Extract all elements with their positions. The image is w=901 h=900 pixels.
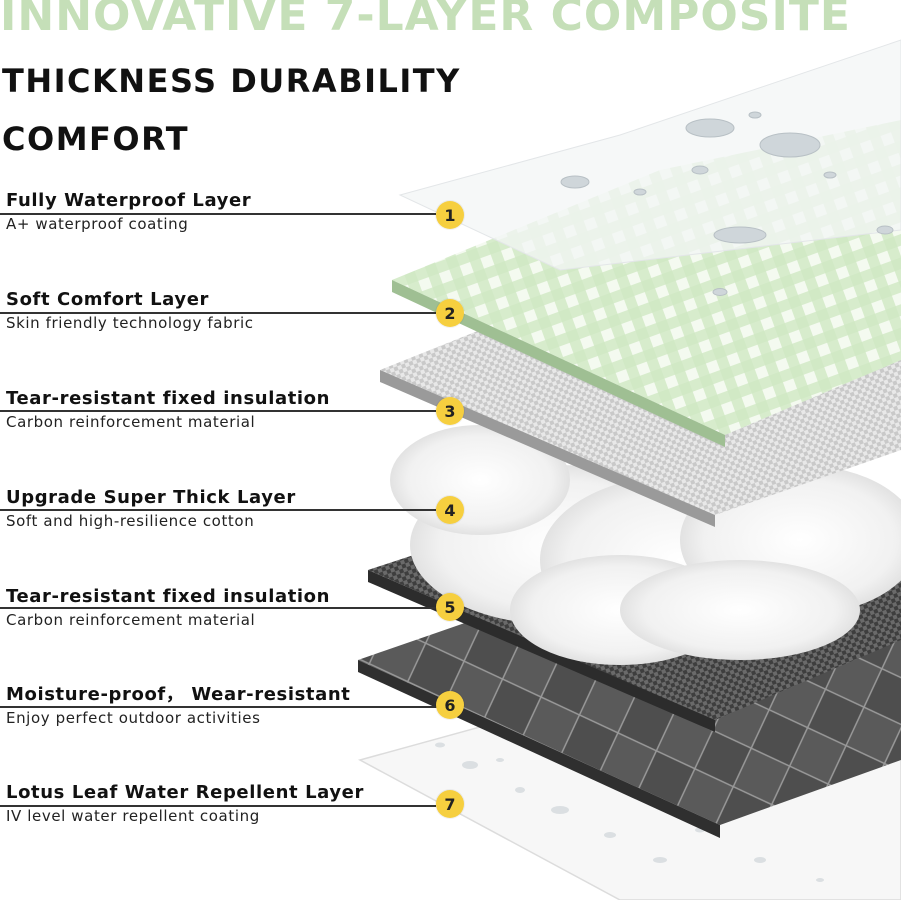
layer-description: Carbon reinforcement material <box>6 412 446 432</box>
layer-title: Lotus Leaf Water Repellent Layer <box>6 782 446 804</box>
layer-description: Enjoy perfect outdoor activities <box>6 708 446 728</box>
subheadline-line-1: THICKNESS DURABILITY <box>2 62 461 100</box>
layer-title: Soft Comfort Layer <box>6 289 446 311</box>
leader-line <box>0 312 436 314</box>
leader-line <box>0 410 436 412</box>
layer-description: A+ waterproof coating <box>6 214 446 234</box>
layer-description: IV level water repellent coating <box>6 806 446 826</box>
leader-line <box>0 213 436 215</box>
layer-title: Moisture-proof， Wear-resistant <box>6 684 446 706</box>
layer-2-label: Soft Comfort Layer Skin friendly technol… <box>6 289 446 333</box>
layer-description: Soft and high-resilience cotton <box>6 511 446 531</box>
headline: INNOVATIVE 7-LAYER COMPOSITE <box>0 0 851 41</box>
layer-1-badge: 1 <box>436 201 464 229</box>
layer-title: Tear-resistant fixed insulation <box>6 388 446 410</box>
layer-title: Fully Waterproof Layer <box>6 190 446 212</box>
layer-7-label: Lotus Leaf Water Repellent Layer IV leve… <box>6 782 446 826</box>
layer-description: Carbon reinforcement material <box>6 610 446 630</box>
leader-line <box>0 509 436 511</box>
leader-line <box>0 607 436 609</box>
layer-3-badge: 3 <box>436 397 464 425</box>
layer-1-label: Fully Waterproof Layer A+ waterproof coa… <box>6 190 446 234</box>
layer-title: Upgrade Super Thick Layer <box>6 487 446 509</box>
layer-title: Tear-resistant fixed insulation <box>6 586 446 608</box>
leader-line <box>0 805 436 807</box>
subheadline-line-2: COMFORT <box>2 120 189 158</box>
layer-4-badge: 4 <box>436 496 464 524</box>
layer-6-badge: 6 <box>436 691 464 719</box>
layer-2-badge: 2 <box>436 299 464 327</box>
layer-5-badge: 5 <box>436 593 464 621</box>
leader-line <box>0 706 436 708</box>
layer-description: Skin friendly technology fabric <box>6 313 446 333</box>
layer-7-badge: 7 <box>436 790 464 818</box>
